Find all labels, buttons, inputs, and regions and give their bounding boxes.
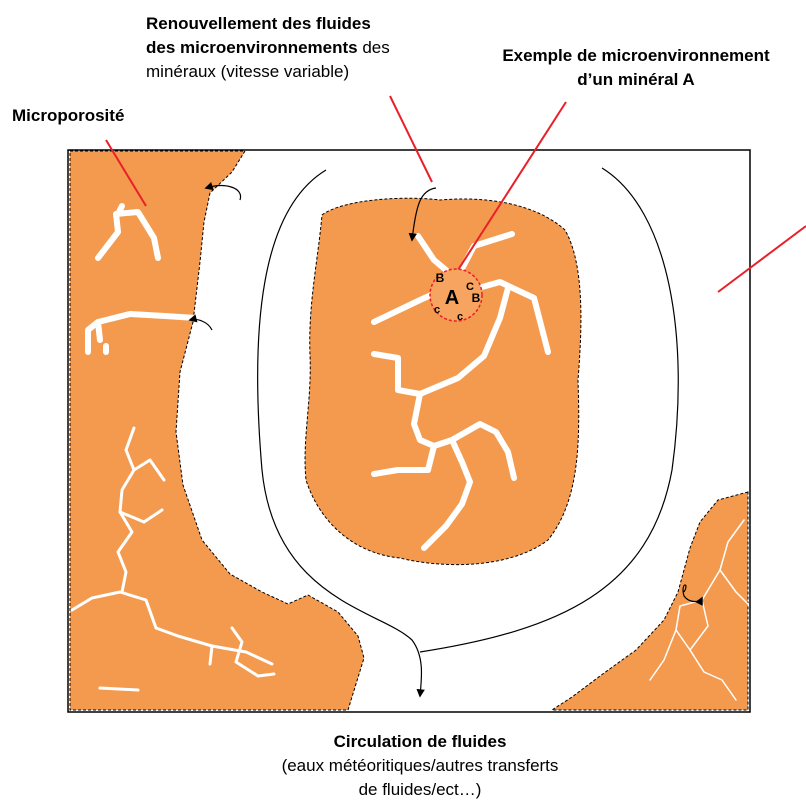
mineral-c-left: c (434, 304, 440, 316)
mineral-b-right: B (472, 291, 481, 305)
mineral-b-top: B (436, 271, 445, 285)
mineral-c-top: C (466, 281, 474, 293)
mineral-a-label: A (445, 287, 459, 309)
mineral-c-bottom: c (457, 311, 463, 323)
